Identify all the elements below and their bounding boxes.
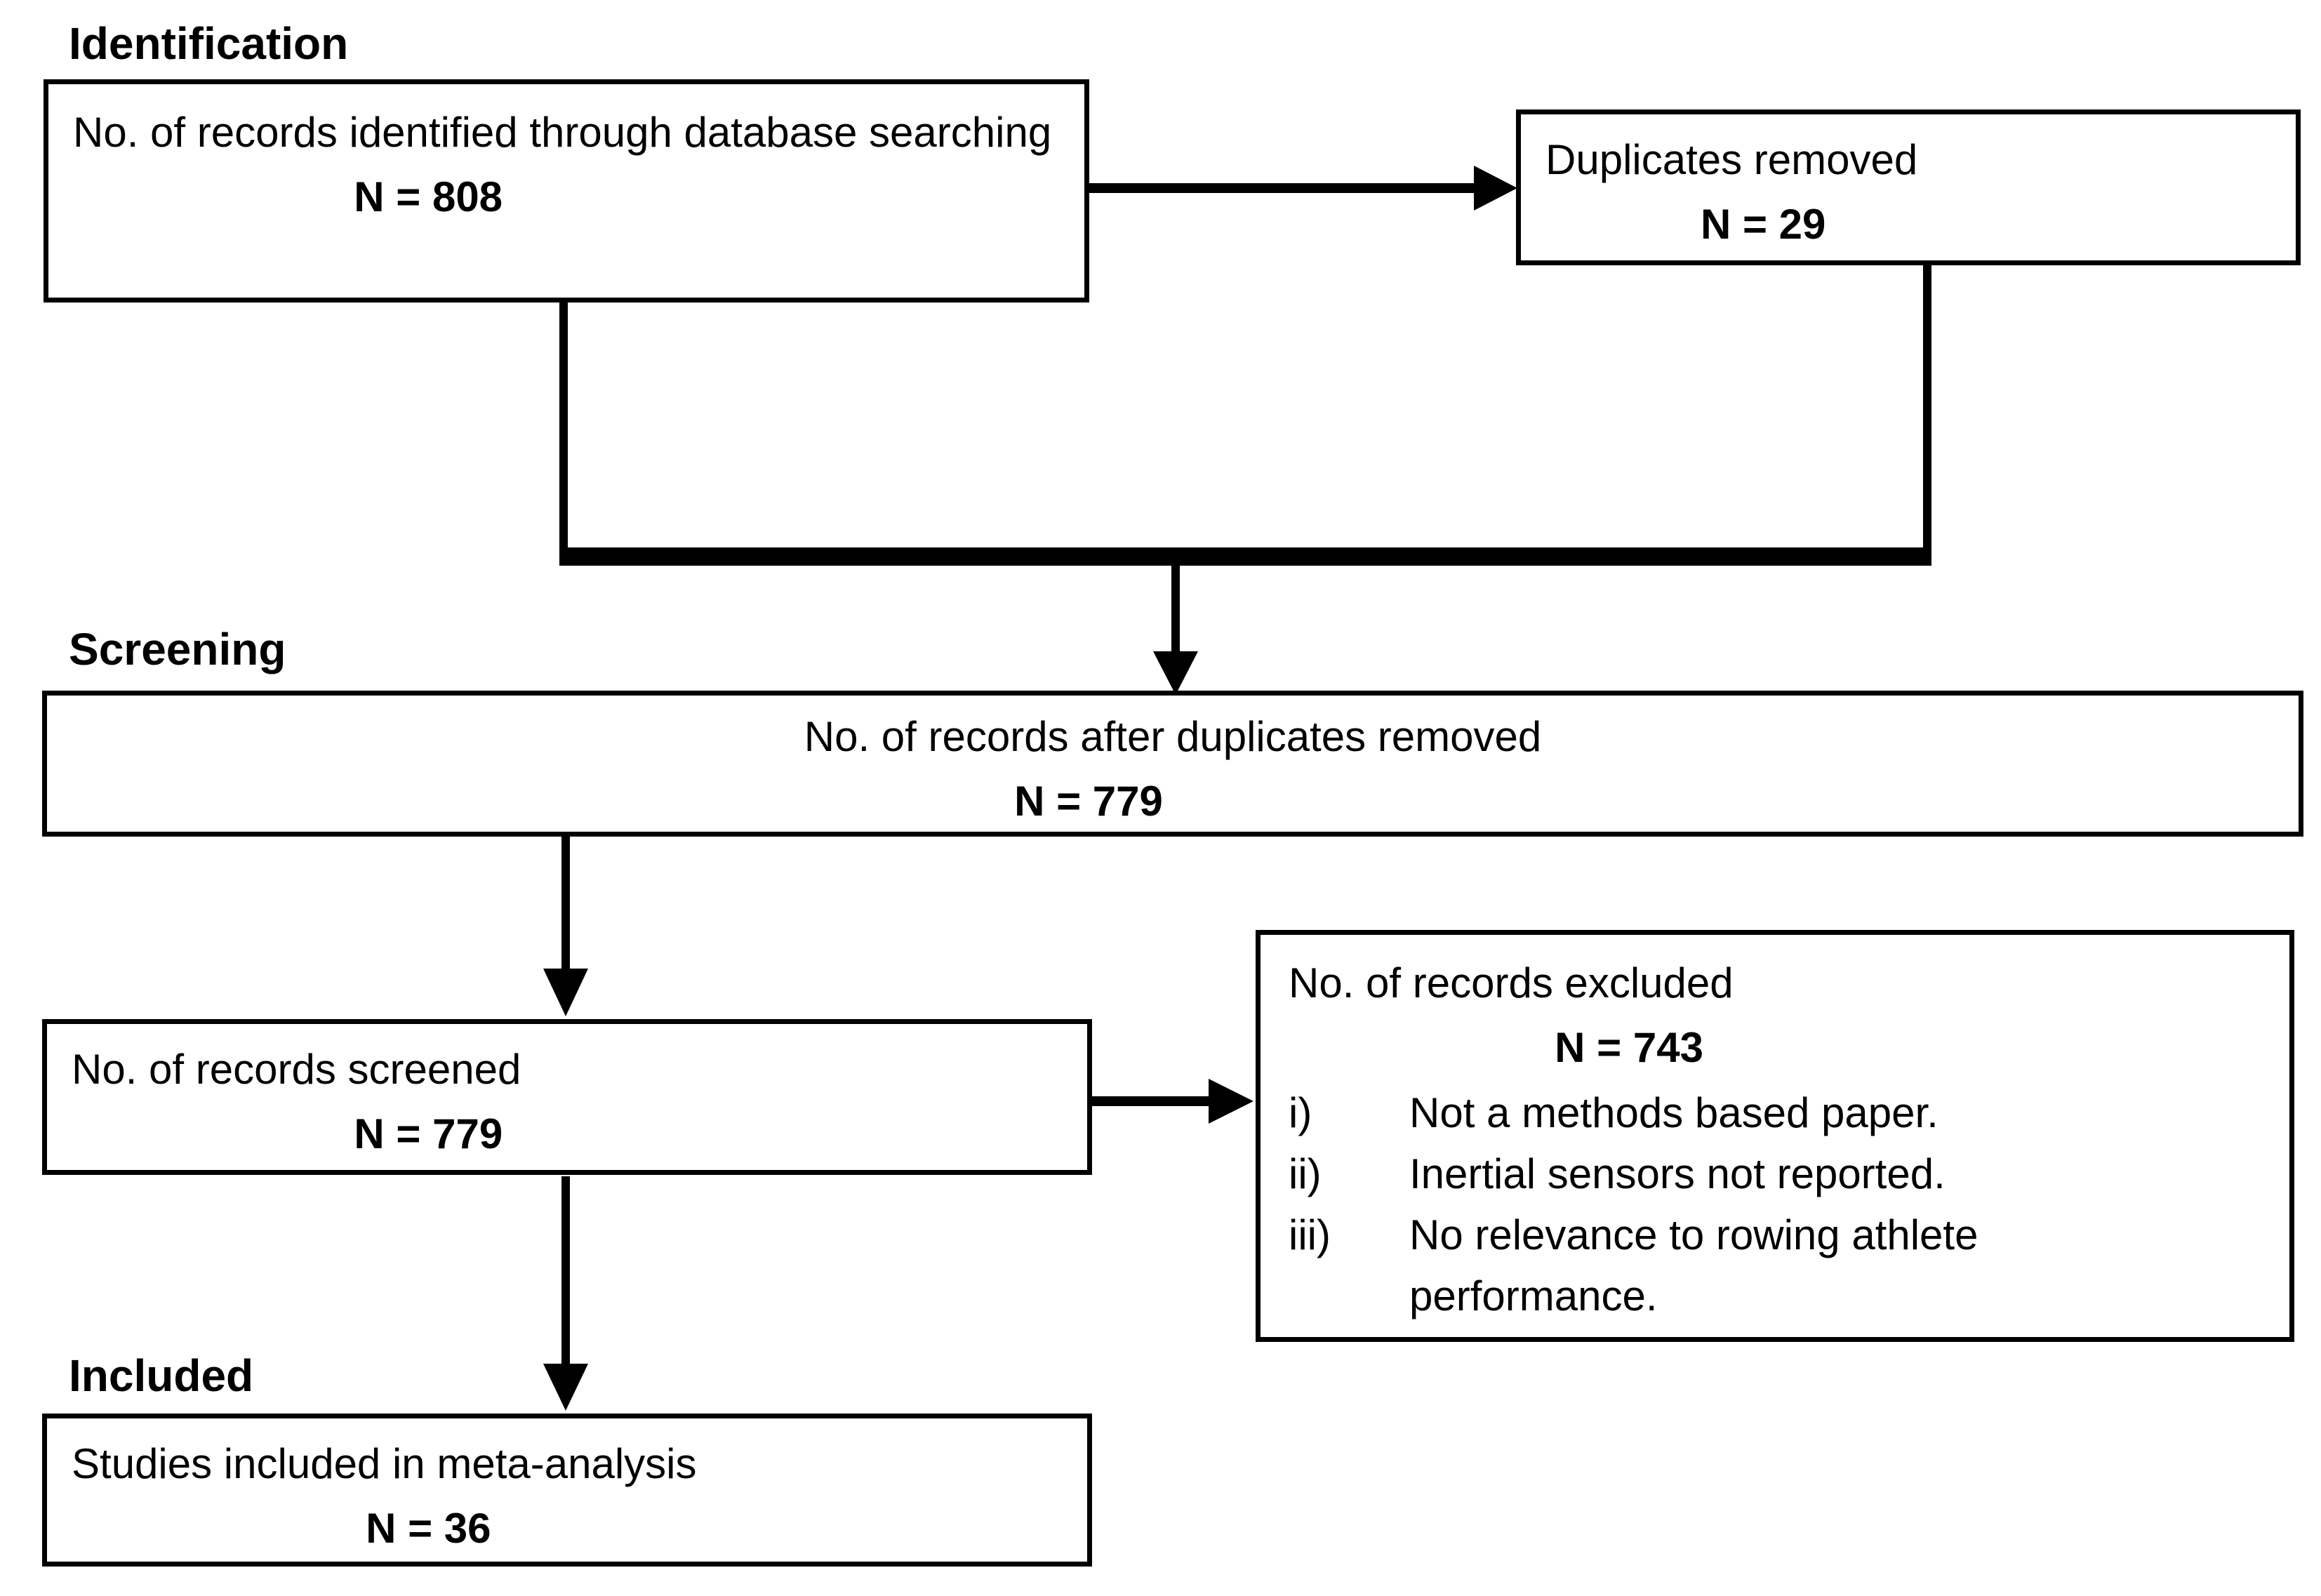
box-records-after-duplicates-count: N = 779 [1014, 778, 1163, 825]
box-records-screened: No. of records screened N = 779 [42, 1019, 1092, 1175]
box-duplicates-removed-count: N = 29 [1700, 201, 1826, 248]
box-duplicates-removed: Duplicates removed N = 29 [1516, 109, 2301, 265]
exclusion-reason-item: iii) No relevance to rowing athlete perf… [1289, 1204, 2261, 1326]
box-records-excluded-text: No. of records excluded [1289, 959, 1734, 1006]
box-studies-included-text: Studies included in meta-analysis [72, 1440, 697, 1487]
exclusion-reason-item: ii) Inertial sensors not reported. [1289, 1143, 2261, 1204]
box-records-after-duplicates-text: No. of records after duplicates removed [804, 713, 1542, 760]
box-duplicates-removed-text: Duplicates removed [1545, 136, 1918, 183]
box-records-excluded: No. of records excluded N = 743 i) Not a… [1256, 930, 2294, 1342]
box-records-after-duplicates: No. of records after duplicates removed … [42, 691, 2303, 837]
stage-label-identification: Identification [69, 18, 349, 69]
exclusion-reason-marker: i) [1289, 1089, 1312, 1136]
box-records-identified-count: N = 808 [354, 173, 503, 220]
stage-label-screening: Screening [69, 624, 286, 674]
exclusion-reason-text: Inertial sensors not reported. [1409, 1150, 1946, 1197]
exclusion-reason-text: No relevance to rowing athlete performan… [1409, 1211, 1978, 1319]
box-records-screened-text: No. of records screened [72, 1046, 521, 1093]
stage-label-included: Included [69, 1350, 254, 1401]
box-records-screened-count: N = 779 [354, 1110, 503, 1157]
exclusion-reason-marker: iii) [1289, 1211, 1331, 1258]
exclusion-reason-marker: ii) [1289, 1150, 1322, 1197]
arrow-screened-to-included [543, 1176, 588, 1411]
arrow-screened-to-excluded [1092, 1079, 1253, 1124]
exclusion-reason-item: i) Not a methods based paper. [1289, 1082, 2261, 1143]
exclusion-reason-text: Not a methods based paper. [1409, 1089, 1938, 1136]
arrow-after-duplicates-to-screened [543, 837, 588, 1016]
connector-merge-to-after-duplicates [559, 262, 1931, 695]
box-studies-included-count: N = 36 [366, 1505, 491, 1552]
box-studies-included: Studies included in meta-analysis N = 36 [42, 1414, 1092, 1567]
exclusion-reason-list: i) Not a methods based paper. ii) Inerti… [1289, 1082, 2261, 1326]
arrow-identified-to-duplicates [1088, 166, 1517, 211]
box-records-identified: No. of records identified through databa… [44, 79, 1089, 302]
box-records-excluded-count: N = 743 [1555, 1024, 1703, 1071]
box-records-identified-text: No. of records identified through databa… [73, 109, 1052, 156]
